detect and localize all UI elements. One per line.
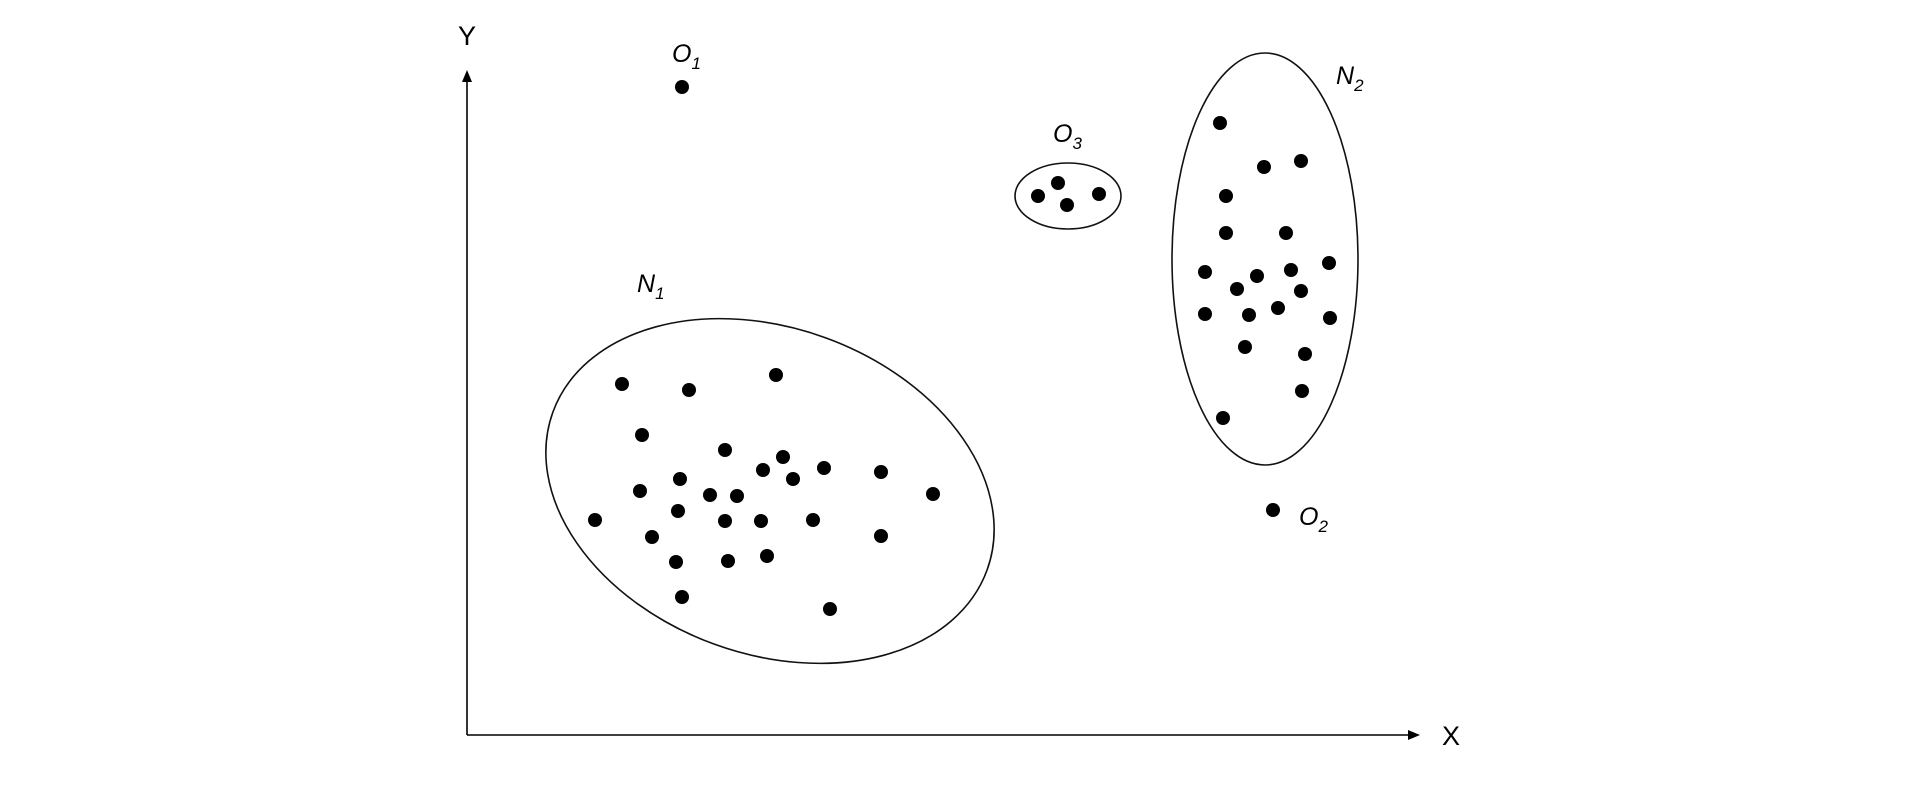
data-point [682,383,696,397]
data-point [776,450,790,464]
cluster-o3-points [1031,176,1106,212]
data-point [669,555,683,569]
data-point [874,465,888,479]
cluster-n1-points [588,368,940,616]
data-point [673,472,687,486]
cluster-n2-label: N2 [1336,62,1364,95]
data-point [1219,189,1233,203]
data-point [1092,187,1106,201]
data-point [718,443,732,457]
data-point [1298,347,1312,361]
data-point [769,368,783,382]
x-axis-arrow [1408,730,1420,740]
data-point [1284,263,1298,277]
data-point [1295,384,1309,398]
data-point [756,463,770,477]
data-point [754,514,768,528]
data-point [823,602,837,616]
outlier-o1-point [675,80,689,94]
axes: Y X [458,21,1460,751]
data-point [721,554,735,568]
outlier-o3-label: O3 [1053,120,1082,153]
data-point [1294,284,1308,298]
data-point [1271,301,1285,315]
data-point [703,488,717,502]
outlier-o2-point [1266,503,1280,517]
data-point [615,377,629,391]
data-point [1230,282,1244,296]
data-point [1051,176,1065,190]
data-point [786,472,800,486]
data-point [718,514,732,528]
regions [545,52,1359,665]
cluster-o3-outline [1014,162,1122,230]
data-point [635,428,649,442]
cluster-n2-points [1198,116,1337,425]
data-point [1279,226,1293,240]
data-point [817,461,831,475]
data-point [1216,411,1230,425]
outlier-points [675,80,1280,517]
outlier-o1-label: O1 [672,40,701,73]
data-point [1060,198,1074,212]
data-point [1219,226,1233,240]
data-point [1031,189,1045,203]
data-point [645,530,659,544]
cluster-n1-outline [545,317,995,665]
data-point [760,549,774,563]
data-point [1323,311,1337,325]
data-point [730,489,744,503]
data-point [588,513,602,527]
data-point [1238,340,1252,354]
data-point [926,487,940,501]
data-point [1250,269,1264,283]
data-point [1242,308,1256,322]
data-point [671,504,685,518]
cluster-n2-outline [1171,52,1359,466]
data-point [633,484,647,498]
data-point [1322,256,1336,270]
data-point [1257,160,1271,174]
data-point [1213,116,1227,130]
y-axis-arrow [462,70,472,82]
data-point [1198,307,1212,321]
data-point [1294,154,1308,168]
data-point [806,513,820,527]
outlier-o2-label: O2 [1299,503,1328,536]
data-point [675,590,689,604]
y-axis-label: Y [458,21,476,51]
x-axis-label: X [1442,721,1460,751]
data-point [874,529,888,543]
data-point [1198,265,1212,279]
cluster-n1-label: N1 [637,270,665,303]
